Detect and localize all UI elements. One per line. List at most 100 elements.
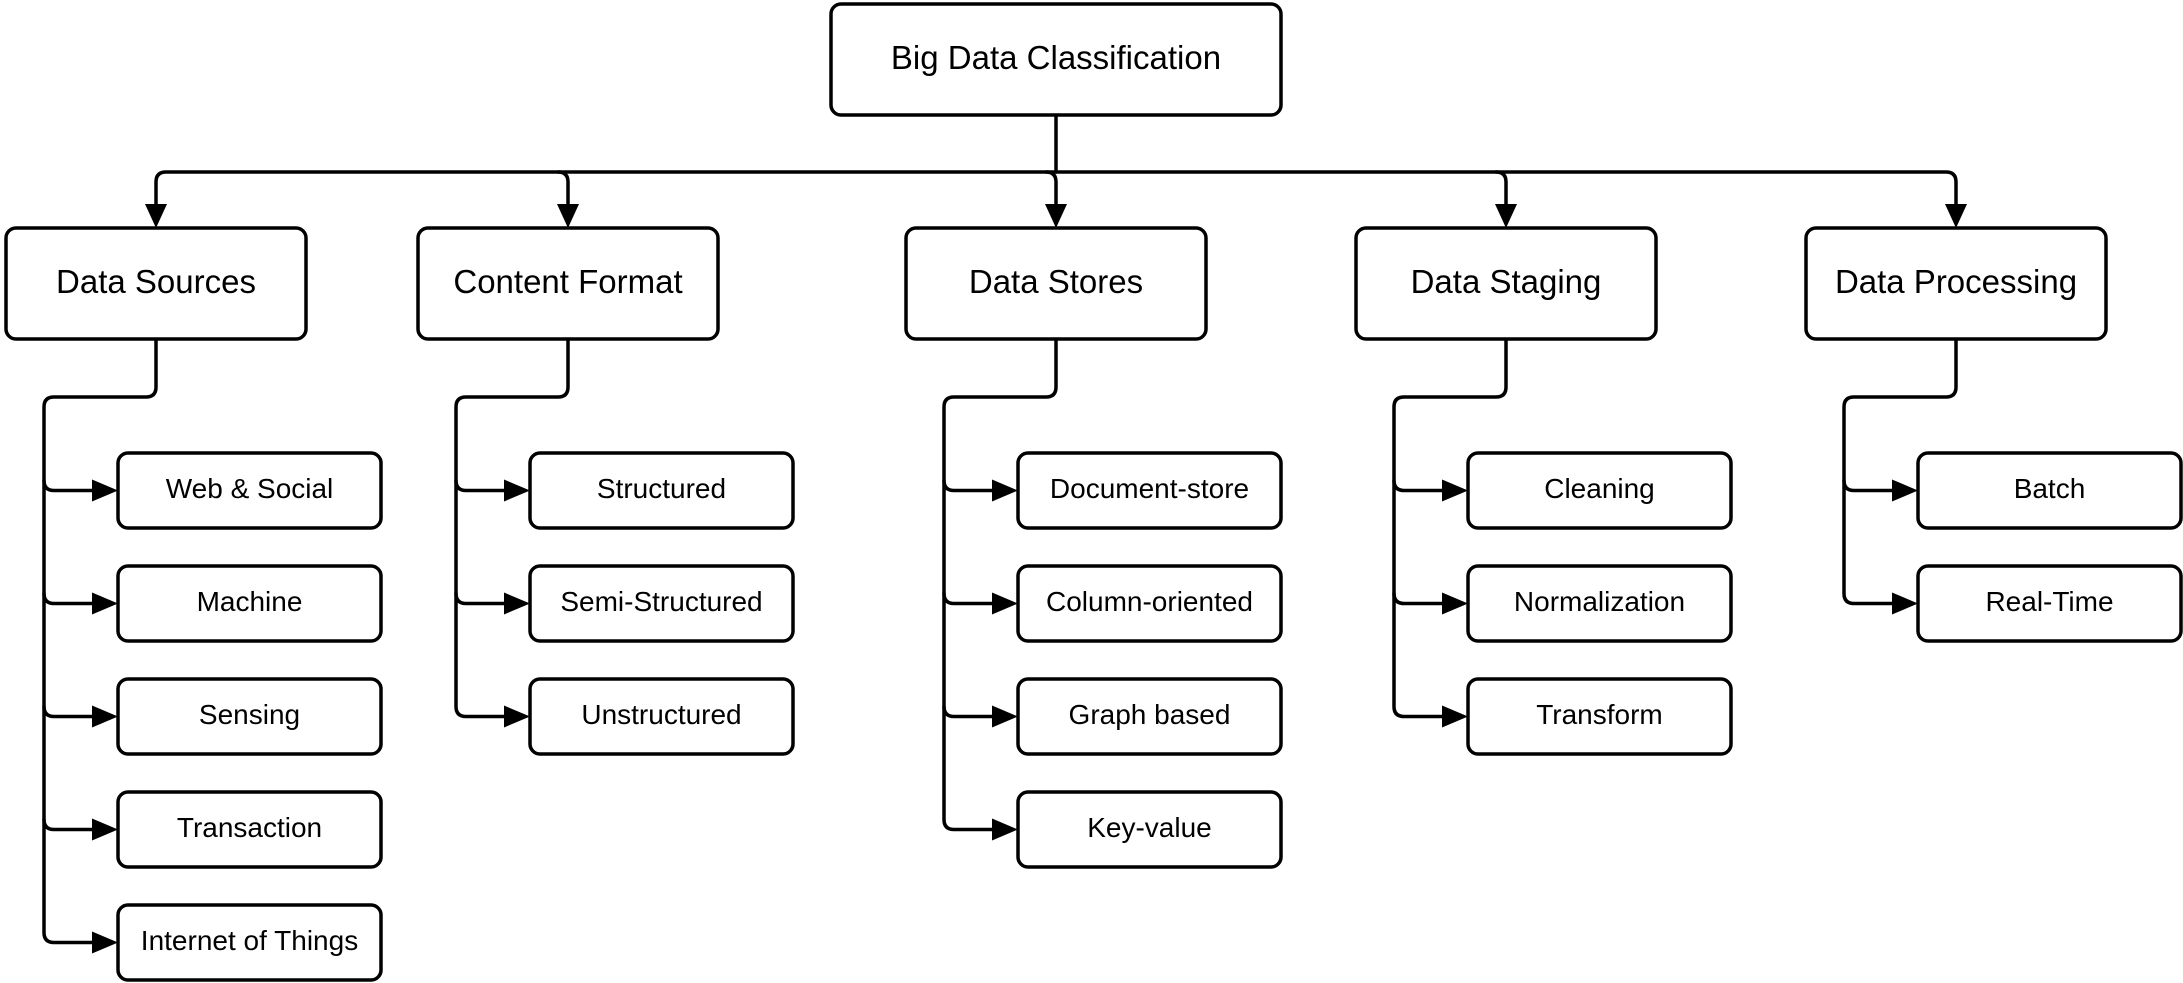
item-key-value-label: Key-value [1087, 812, 1212, 843]
branch-graph-based [942, 704, 994, 719]
item-normalization: Normalization [1466, 564, 1733, 643]
branch-batch [1842, 478, 1894, 493]
category-data-processing-label: Data Processing [1835, 263, 2077, 300]
arrow-to-data-sources [145, 204, 167, 228]
item-structured: Structured [528, 451, 795, 530]
item-structured-box [528, 451, 795, 530]
branch-machine [42, 591, 94, 606]
category-data-staging-label: Data Staging [1411, 263, 1602, 300]
branch-structured [454, 478, 506, 493]
item-cleaning-label: Cleaning [1544, 473, 1655, 504]
item-machine: Machine [116, 564, 383, 643]
category-data-stores-box [904, 226, 1208, 341]
arrow-to-batch [1892, 479, 1918, 502]
item-internet-of-things-label: Internet of Things [141, 925, 358, 956]
branch-semi-structured [454, 591, 506, 606]
branch-column-oriented [942, 591, 994, 606]
arrow-to-graph-based [992, 705, 1018, 728]
item-batch: Batch [1916, 451, 2183, 530]
arrow-to-data-stores [1045, 204, 1067, 228]
arrow-to-document-store [992, 479, 1018, 502]
item-semi-structured-box [528, 564, 795, 643]
arrow-to-sensing [92, 705, 118, 728]
branch-normalization [1392, 591, 1444, 606]
item-graph-based-box [1016, 677, 1283, 756]
category-data-staging-box [1354, 226, 1658, 341]
item-transaction: Transaction [116, 790, 383, 869]
item-transform-label: Transform [1536, 699, 1663, 730]
item-semi-structured-label: Semi-Structured [560, 586, 762, 617]
item-transform: Transform [1466, 677, 1733, 756]
category-content-format-label: Content Format [453, 263, 682, 300]
item-transaction-label: Transaction [177, 812, 322, 843]
category-bus-line [154, 170, 1958, 206]
category-data-sources-label: Data Sources [56, 263, 256, 300]
item-normalization-label: Normalization [1514, 586, 1685, 617]
arrow-to-machine [92, 592, 118, 615]
item-graph-based: Graph based [1016, 677, 1283, 756]
category-content-format-box [416, 226, 720, 341]
item-web-and-social: Web & Social [116, 451, 383, 530]
item-internet-of-things: Internet of Things [116, 903, 383, 982]
category-data-stores: Data Stores [904, 226, 1208, 341]
category-data-staging: Data Staging [1354, 226, 1658, 341]
item-key-value-box [1016, 790, 1283, 869]
item-internet-of-things-box [116, 903, 383, 982]
branch-cleaning [1392, 478, 1444, 493]
item-transform-box [1466, 677, 1733, 756]
spine-data-processing [1842, 337, 1958, 606]
spine-content-format [454, 337, 570, 719]
item-real-time-label: Real-Time [1985, 586, 2113, 617]
item-sensing-box [116, 677, 383, 756]
item-unstructured-label: Unstructured [581, 699, 741, 730]
item-batch-label: Batch [2014, 473, 2086, 504]
arrow-to-cleaning [1442, 479, 1468, 502]
item-column-oriented-box [1016, 564, 1283, 643]
arrow-to-content-format [557, 204, 579, 228]
spine-data-stores [942, 337, 1058, 832]
bus-drop-data-staging [1494, 170, 1508, 206]
arrow-to-key-value [992, 818, 1018, 841]
item-machine-label: Machine [197, 586, 303, 617]
arrow-to-data-processing [1945, 204, 1967, 228]
bus-drop-content-format [556, 170, 570, 206]
item-document-store-label: Document-store [1050, 473, 1249, 504]
item-sensing: Sensing [116, 677, 383, 756]
item-graph-based-label: Graph based [1069, 699, 1231, 730]
item-web-and-social-box [116, 451, 383, 530]
item-real-time-box [1916, 564, 2183, 643]
arrow-to-real-time [1892, 592, 1918, 615]
category-data-sources-box [4, 226, 308, 341]
item-semi-structured: Semi-Structured [528, 564, 795, 643]
item-key-value: Key-value [1016, 790, 1283, 869]
root-node-box [829, 2, 1283, 117]
item-unstructured: Unstructured [528, 677, 795, 756]
branch-sensing [42, 704, 94, 719]
arrow-to-column-oriented [992, 592, 1018, 615]
arrow-to-structured [504, 479, 530, 502]
item-structured-label: Structured [597, 473, 726, 504]
arrow-to-normalization [1442, 592, 1468, 615]
item-document-store: Document-store [1016, 451, 1283, 530]
item-real-time: Real-Time [1916, 564, 2183, 643]
category-data-processing: Data Processing [1804, 226, 2108, 341]
root-node: Big Data Classification [829, 2, 1283, 117]
item-cleaning-box [1466, 451, 1733, 530]
item-transaction-box [116, 790, 383, 869]
item-column-oriented-label: Column-oriented [1046, 586, 1253, 617]
arrow-to-unstructured [504, 705, 530, 728]
arrow-to-transaction [92, 818, 118, 841]
spine-data-staging [1392, 337, 1508, 719]
item-batch-box [1916, 451, 2183, 530]
root-node-label: Big Data Classification [891, 39, 1221, 76]
category-data-processing-box [1804, 226, 2108, 341]
arrow-to-data-staging [1495, 204, 1517, 228]
item-document-store-box [1016, 451, 1283, 530]
category-data-stores-label: Data Stores [969, 263, 1143, 300]
category-content-format: Content Format [416, 226, 720, 341]
branch-document-store [942, 478, 994, 493]
bus-drop-data-stores [1044, 170, 1058, 206]
category-data-sources: Data Sources [4, 226, 308, 341]
